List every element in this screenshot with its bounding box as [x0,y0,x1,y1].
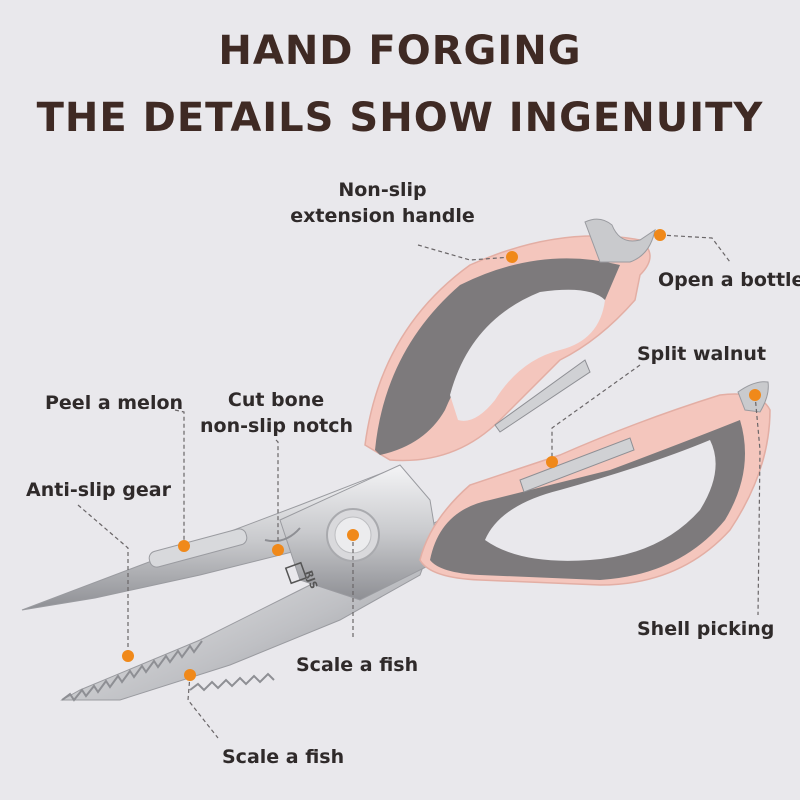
leader-walnut [551,364,641,462]
upper-handle-grip [375,258,620,455]
leader-gear [77,504,129,656]
callout-melon: Peel a melon [45,392,184,414]
lower-handle-loop [485,440,716,561]
leader-bottle [659,234,731,263]
bone-notch [264,527,301,543]
callout-bone-line1: Cut bone [227,389,325,411]
dot-fish-center [347,529,359,541]
callout-fish-bottom: Scale a fish [222,746,345,768]
leader-melon [174,409,185,546]
dot-walnut [546,456,558,468]
callout-bone-line2: non-slip notch [200,414,353,437]
upper-handle-loop [450,289,605,421]
headline-line-2: THE DETAILS SHOW INGENUITY [36,95,764,141]
leader-bone [275,439,279,550]
dot-shell [749,389,761,401]
walnut-cracker-upper [494,359,591,433]
dot-bottle [654,229,666,241]
callout-handle: Non-slip extension handle [270,178,495,229]
dot-handle [506,251,518,263]
dot-melon [178,540,190,552]
callout-handle-line2: extension handle [290,204,475,227]
callout-fish-center: Scale a fish [296,654,419,676]
callout-handle-line1: Non-slip [338,179,427,201]
melon-peeler-slot [148,528,248,568]
leader-lines [77,234,761,739]
callout-dots [122,229,761,681]
gear-teeth [189,672,275,692]
callout-bottle: Open a bottle [658,269,800,291]
callout-bone: Cut bone non-slip notch [200,388,353,439]
dot-fish-bottom [184,669,196,681]
callout-walnut: Split walnut [637,343,767,365]
leader-fish-bottom [187,674,219,739]
dot-bone [272,544,284,556]
walnut-cracker-lower [519,437,635,493]
serration-teeth [61,640,203,702]
callout-gear: Anti-slip gear [26,479,171,501]
bottle-opener [584,218,656,263]
callout-shell: Shell picking [637,618,775,640]
headline-line-1: HAND FORGING [218,28,582,74]
dot-gear [122,650,134,662]
